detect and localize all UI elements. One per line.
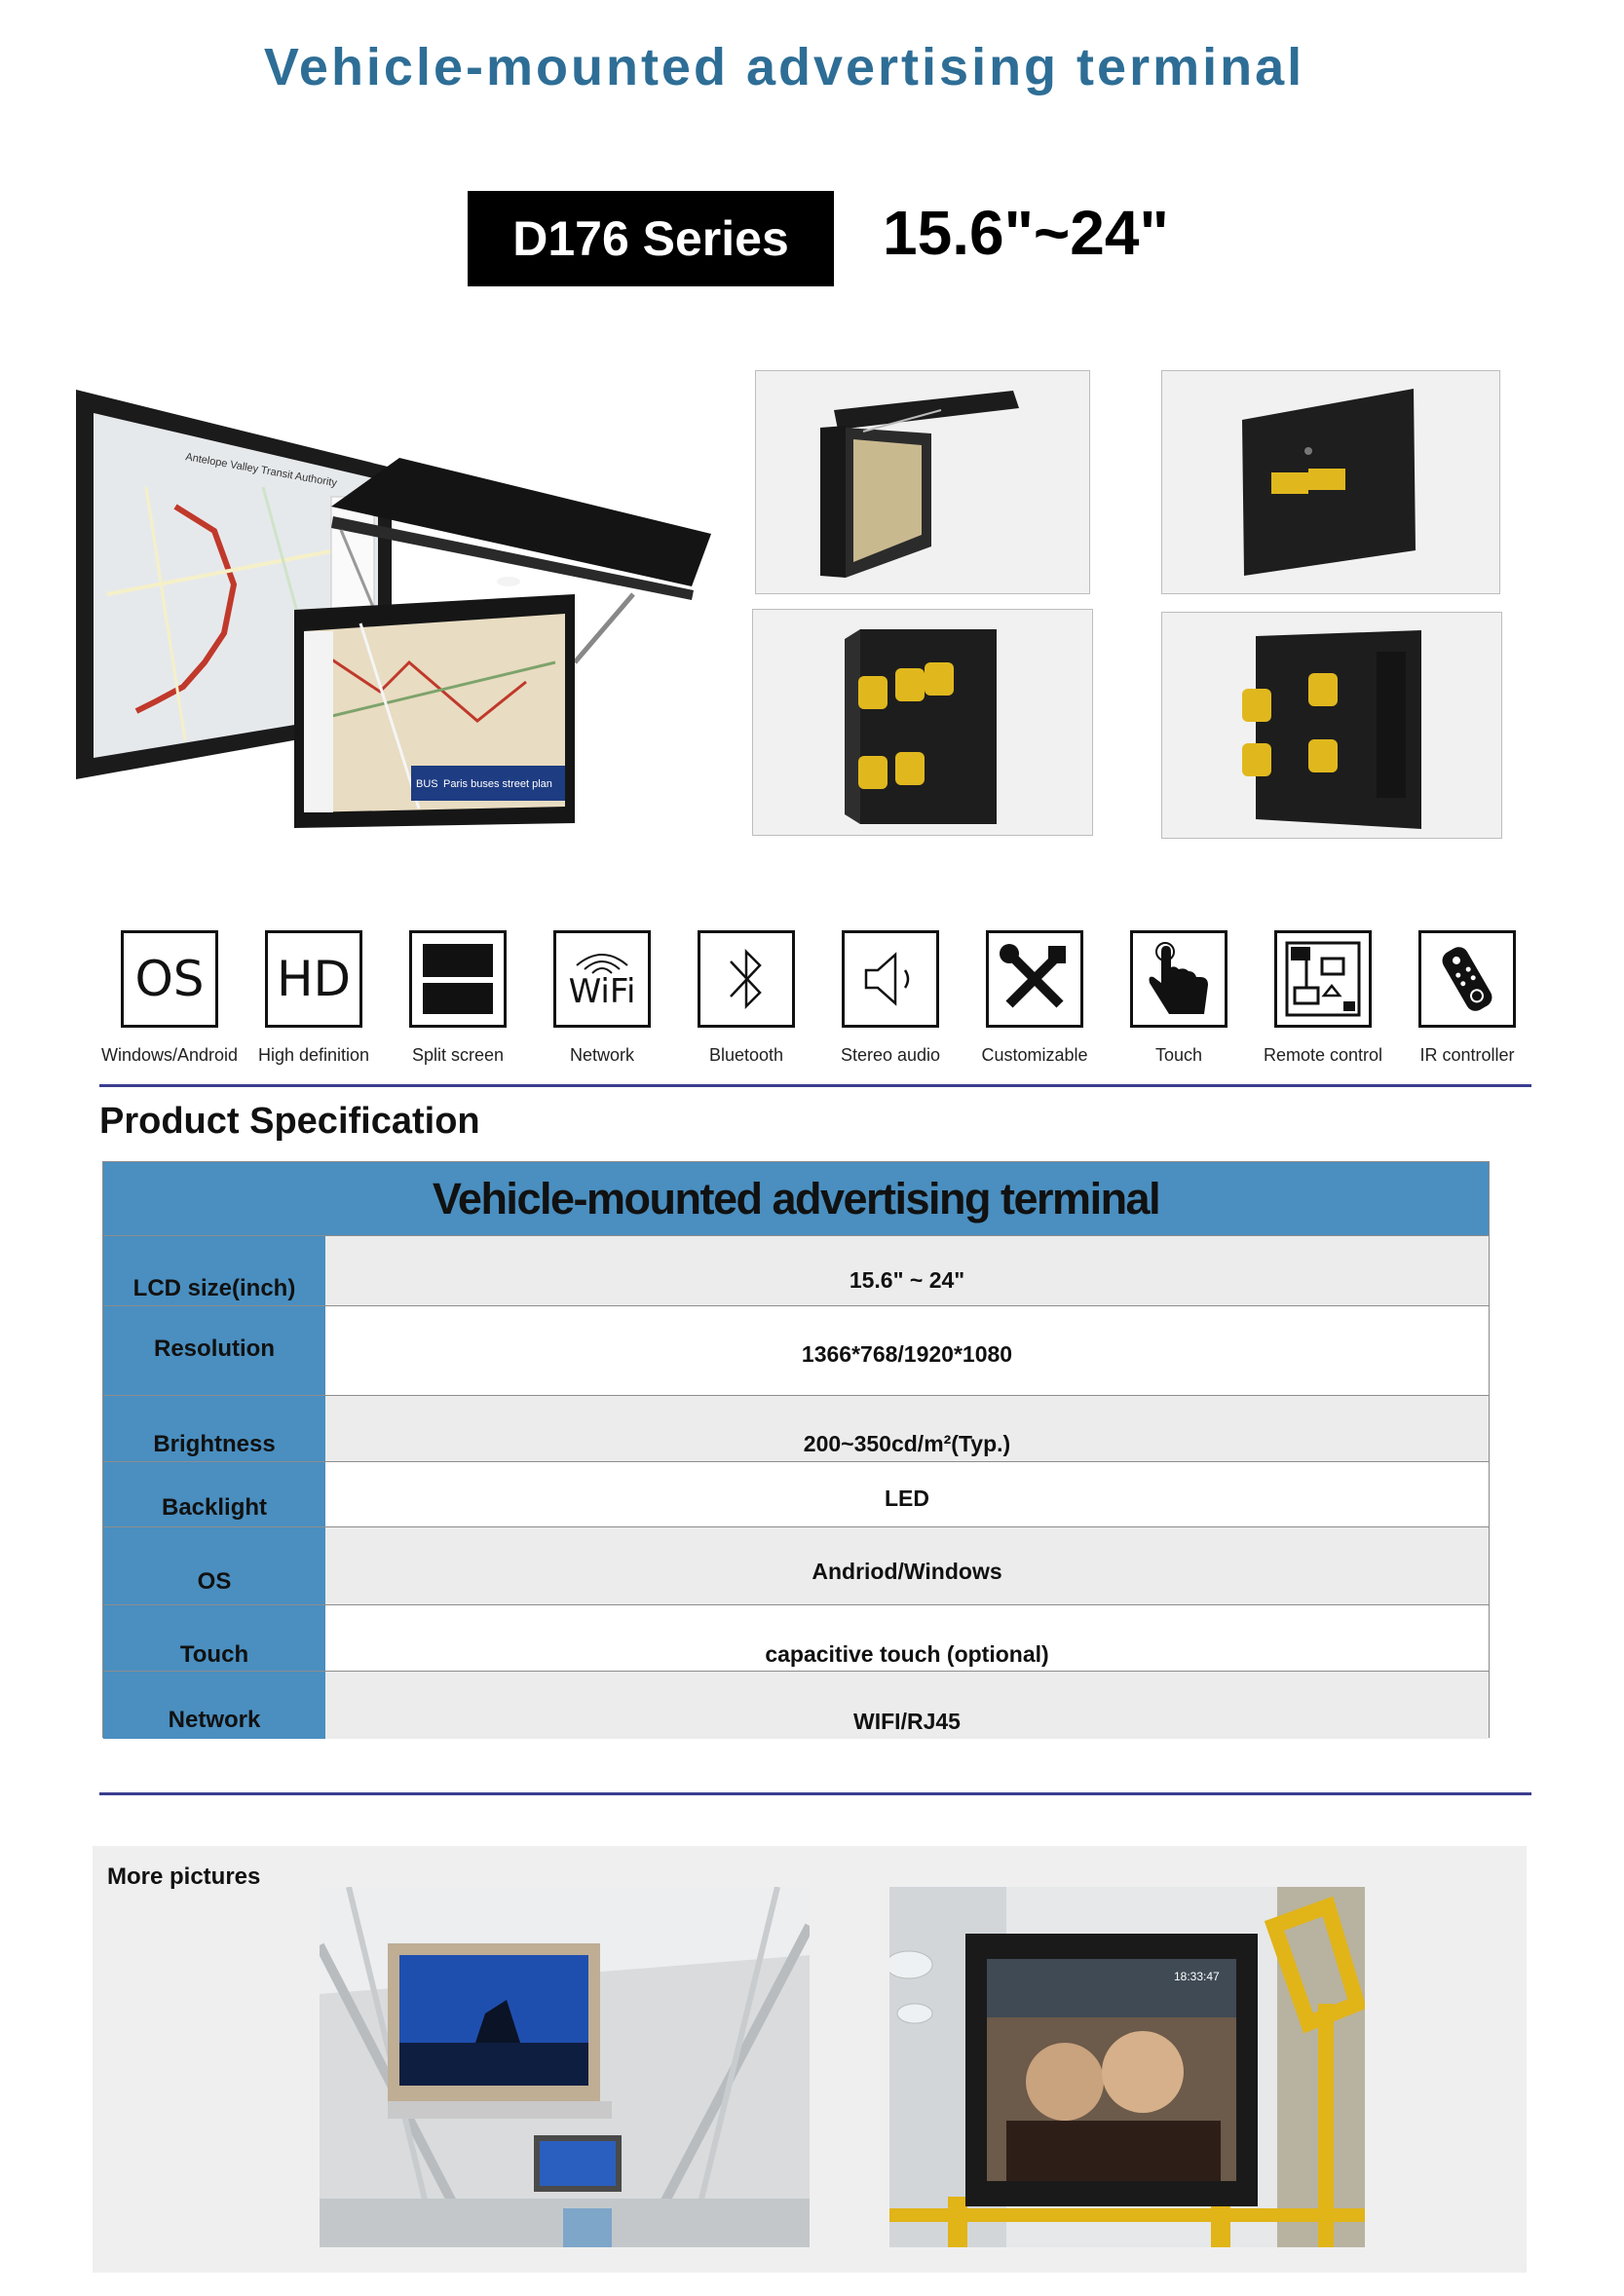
- section-divider: [99, 1084, 1531, 1087]
- feature-network: WiFi Network: [530, 930, 674, 1066]
- feature-label: Network: [569, 1045, 634, 1065]
- feature-os: OS Windows/Android: [97, 930, 242, 1066]
- photo-bus-pole-screen: 18:33:47: [889, 1887, 1365, 2247]
- feature-label: Split screen: [411, 1045, 505, 1065]
- spec-row-backlight: Backlight LED: [103, 1461, 1489, 1526]
- spec-value: 15.6" ~ 24": [849, 1267, 965, 1293]
- feature-label: High definition: [257, 1045, 370, 1065]
- thumbnail-ceiling-mount: [755, 370, 1090, 594]
- hero-product-image: Antelope Valley Transit Authority BUS Pa…: [68, 370, 721, 838]
- thumbnail-vesa-mount-left: [752, 609, 1093, 836]
- more-pictures-section: More pictures: [93, 1846, 1527, 2273]
- feature-label: Remote control: [1263, 1045, 1383, 1065]
- spec-table: Vehicle-mounted advertising terminal LCD…: [102, 1161, 1490, 1739]
- spec-label: Network: [103, 1672, 325, 1739]
- spec-row-lcd-size: LCD size(inch) 15.6" ~ 24": [103, 1235, 1489, 1305]
- touch-hand-icon: [1130, 930, 1227, 1028]
- feature-stereo-audio: Stereo audio: [818, 930, 963, 1066]
- photo-bus-ceiling-screens: [320, 1887, 810, 2247]
- spec-row-brightness: Brightness 200~350cd/m²(Typ.): [103, 1395, 1489, 1461]
- bus-banner-text: Paris buses street plan: [443, 778, 552, 790]
- ir-remote-icon: [1418, 930, 1516, 1028]
- spec-label: Resolution: [103, 1306, 325, 1395]
- spec-value: 1366*768/1920*1080: [801, 1341, 1013, 1367]
- spec-label: Backlight: [103, 1462, 325, 1526]
- spec-row-network: Network WIFI/RJ45: [103, 1671, 1489, 1739]
- series-badge: D176 Series: [468, 191, 834, 286]
- feature-ir-controller: IR controller: [1395, 930, 1539, 1066]
- spec-row-touch: Touch capacitive touch (optional): [103, 1604, 1489, 1671]
- spec-value: LED: [885, 1486, 929, 1511]
- feature-label: Windows/Android: [100, 1045, 239, 1065]
- spec-heading: Product Specification: [99, 1101, 480, 1142]
- spec-table-title: Vehicle-mounted advertising terminal: [103, 1162, 1489, 1235]
- bus-badge: BUS: [416, 778, 438, 790]
- feature-label: Stereo audio: [840, 1045, 941, 1065]
- thumbnail-vesa-mount-right: [1161, 612, 1502, 839]
- spec-value: capacitive touch (optional): [765, 1641, 1049, 1667]
- feature-icons-row: OS Windows/Android HD High definition Sp…: [97, 930, 1539, 1076]
- feature-label: Touch: [1154, 1045, 1203, 1065]
- screen-clock: 18:33:47: [1174, 1970, 1220, 1983]
- section-divider: [99, 1792, 1531, 1795]
- feature-split-screen: Split screen: [386, 930, 530, 1066]
- spec-value: WIFI/RJ45: [853, 1709, 961, 1734]
- feature-label: Customizable: [981, 1045, 1088, 1065]
- thumbnail-rear-view: [1161, 370, 1500, 594]
- feature-hd: HD High definition: [242, 930, 386, 1066]
- spec-label: LCD size(inch): [103, 1236, 325, 1305]
- spec-row-resolution: Resolution 1366*768/1920*1080: [103, 1305, 1489, 1395]
- spec-label: Touch: [103, 1605, 325, 1671]
- spec-value: Andriod/Windows: [812, 1559, 1002, 1584]
- speaker-icon: [842, 930, 939, 1028]
- bluetooth-icon: [698, 930, 795, 1028]
- size-range: 15.6"~24": [883, 198, 1169, 268]
- page-title: Vehicle-mounted advertising terminal: [263, 38, 1305, 96]
- spec-row-os: OS Andriod/Windows: [103, 1526, 1489, 1604]
- wifi-icon: WiFi: [553, 930, 651, 1028]
- more-pictures-title: More pictures: [107, 1863, 261, 1890]
- feature-customizable: Customizable: [963, 930, 1107, 1066]
- spec-value: 200~350cd/m²(Typ.): [803, 1431, 1011, 1456]
- feature-label: IR controller: [1419, 1045, 1515, 1065]
- spec-label: Brightness: [103, 1396, 325, 1461]
- split-screen-icon: [409, 930, 507, 1028]
- feature-bluetooth: Bluetooth: [674, 930, 818, 1066]
- feature-touch: Touch: [1107, 930, 1251, 1066]
- os-icon: OS: [121, 930, 218, 1028]
- hd-icon: HD: [265, 930, 362, 1028]
- feature-remote-control: Remote control: [1251, 930, 1395, 1066]
- spec-label: OS: [103, 1527, 325, 1604]
- feature-label: Bluetooth: [708, 1045, 784, 1065]
- tools-icon: [986, 930, 1083, 1028]
- remote-control-icon: [1274, 930, 1372, 1028]
